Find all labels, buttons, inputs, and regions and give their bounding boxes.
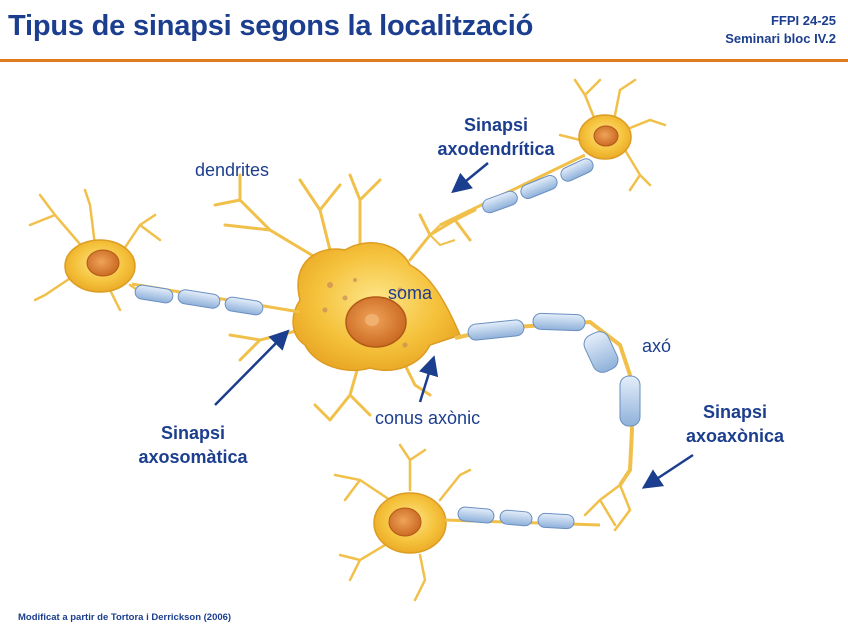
- axosomatic-line1: Sinapsi: [160, 423, 226, 443]
- slide-title: Tipus de sinapsi segons la localització: [8, 10, 534, 42]
- axodendritic-line1: Sinapsi: [463, 115, 529, 135]
- axodendritic-synapse-label: Sinapsi axodendrítica: [426, 113, 566, 161]
- axoaxonic-line1: Sinapsi: [702, 402, 768, 422]
- soma-label: soma: [388, 283, 433, 303]
- axon-hillock-label: conus axònic: [375, 408, 481, 428]
- main-nucleolus: [365, 314, 379, 326]
- course-info: FFPI 24-25 Seminari bloc IV.2: [725, 12, 836, 48]
- title-divider: [0, 59, 848, 62]
- axodendritic-line2: axodendrítica: [437, 139, 555, 159]
- upper-right-neuron: [428, 78, 667, 247]
- dendrites-label: dendrites: [195, 160, 270, 180]
- axosomatic-synapse-label: Sinapsi axosomàtica: [118, 421, 268, 469]
- left-neuron: [28, 188, 301, 316]
- course-code: FFPI 24-25: [770, 13, 836, 28]
- axoaxonic-line2: axoaxònica: [685, 426, 785, 446]
- axon-label: axó: [642, 336, 672, 356]
- arrow-axodendritic: [451, 162, 489, 194]
- lower-neuron: [333, 443, 601, 602]
- axosomatic-line2: axosomàtica: [138, 447, 248, 467]
- arrow-axoaxonic: [641, 453, 694, 489]
- arrow-axosomatic: [214, 329, 290, 406]
- source-credit: Modificat a partir de Tortora i Derricks…: [18, 612, 232, 623]
- main-myelin-sheath: [467, 312, 641, 427]
- course-session: Seminari bloc IV.2: [725, 31, 836, 46]
- axoaxonic-synapse-label: Sinapsi axoaxònica: [672, 400, 798, 448]
- soma-organelles: [322, 278, 408, 348]
- arrow-axon-hillock: [418, 355, 439, 403]
- axon-terminal-branches: [583, 483, 632, 532]
